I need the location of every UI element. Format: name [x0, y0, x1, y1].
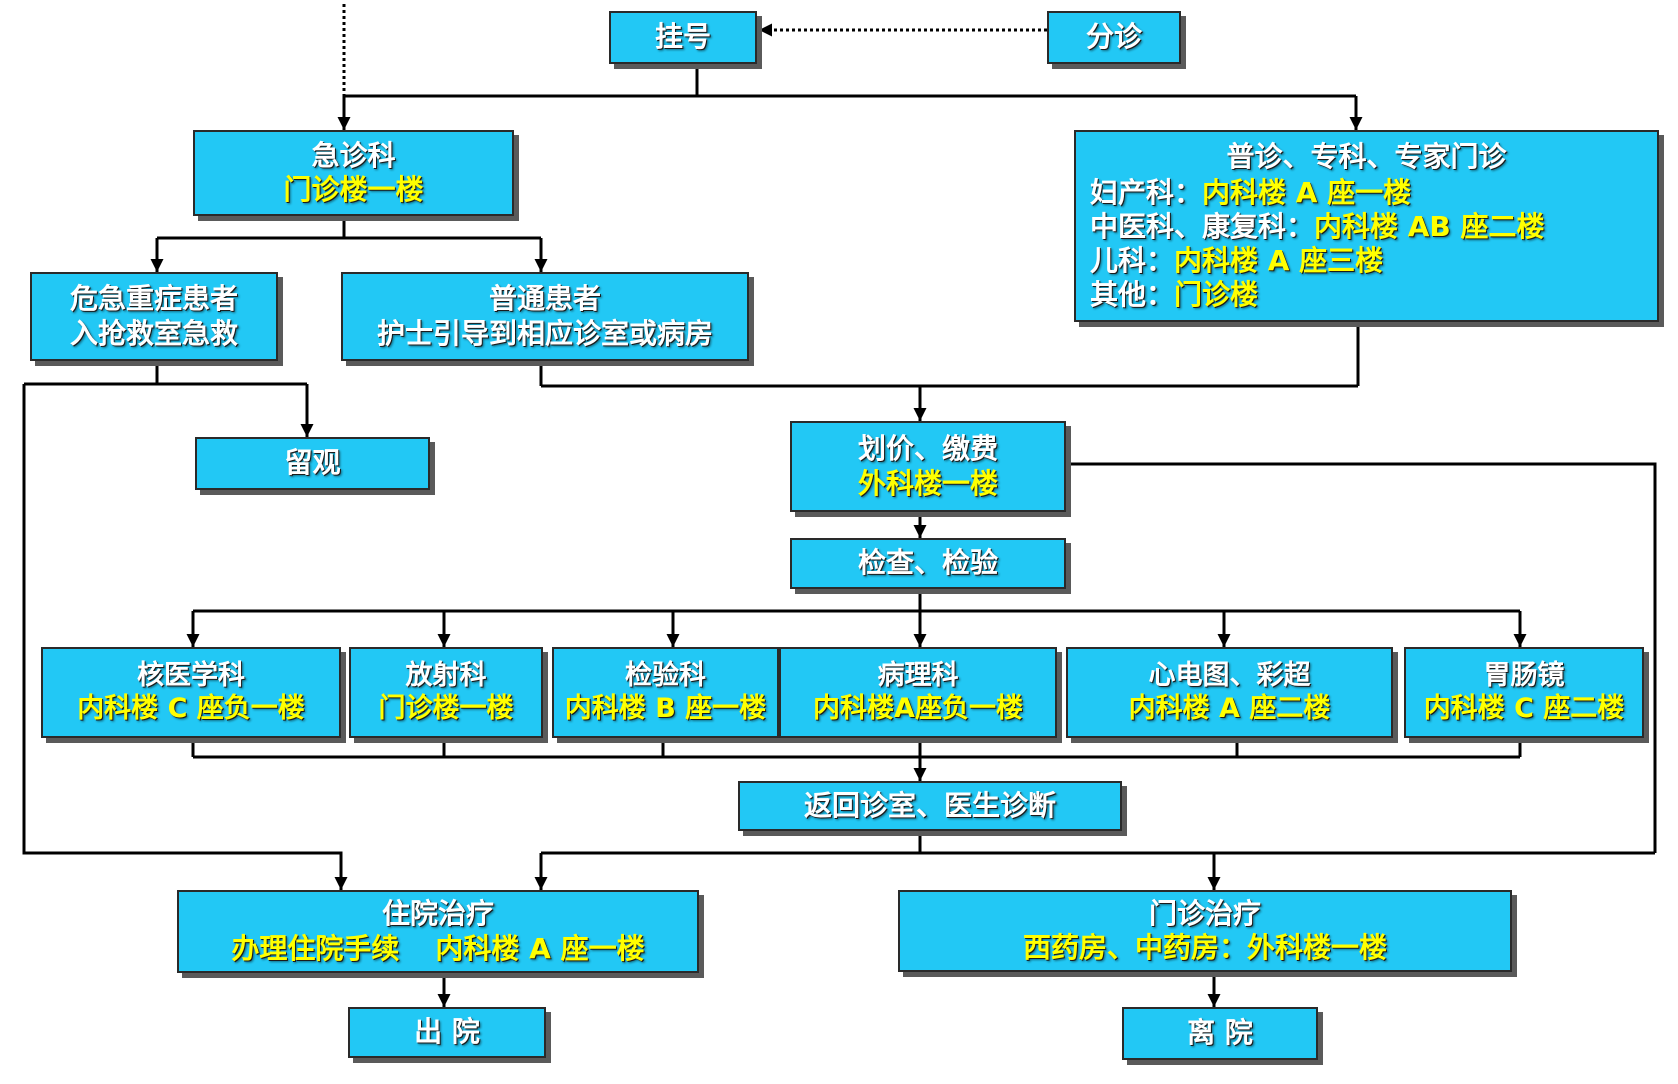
inpatient-detail: 办理住院手续 内科楼 A 座一楼	[231, 932, 644, 966]
department-location: 内科楼 A 座二楼	[1128, 692, 1331, 724]
clinic-dept-row: 中医科、康复科：内科楼 AB 座二楼	[1090, 210, 1643, 244]
department-location: 内科楼 C 座负一楼	[77, 692, 305, 724]
department-box-pathology: 病理科 内科楼A座负一楼	[779, 647, 1057, 738]
ordinary-patient-box: 普通患者 护士引导到相应诊室或病房	[341, 272, 749, 361]
department-title: 胃肠镜	[1483, 659, 1565, 691]
critical-line-2: 入抢救室急救	[69, 316, 238, 350]
inpatient-procedure: 办理住院手续	[231, 931, 400, 965]
outpatient-clinic-title: 普诊、专科、专家门诊	[1226, 139, 1507, 173]
department-box-laboratory: 检验科 内科楼 B 座一楼	[552, 647, 779, 738]
diagnosis-title: 返回诊室、医生诊断	[803, 788, 1056, 822]
department-box-ecg-ultrasound: 心电图、彩超 内科楼 A 座二楼	[1066, 647, 1393, 738]
registration-title: 挂号	[654, 20, 711, 54]
clinic-dept-name: 儿科：	[1090, 244, 1175, 278]
payment-title: 划价、缴费	[857, 432, 998, 466]
department-title: 核医学科	[137, 659, 245, 691]
critical-line-1: 危急重症患者	[69, 282, 238, 316]
leave-box: 离 院	[1122, 1007, 1318, 1060]
department-title: 检验科	[625, 659, 706, 691]
outpatient-treatment-title: 门诊治疗	[1148, 896, 1261, 930]
department-box-nuclear-medicine: 核医学科 内科楼 C 座负一楼	[41, 647, 341, 738]
inpatient-title: 住院治疗	[381, 897, 494, 931]
clinic-dept-location: 内科楼 AB 座二楼	[1314, 209, 1545, 243]
ordinary-line-2: 护士引导到相应诊室或病房	[376, 316, 713, 350]
department-location: 内科楼A座负一楼	[813, 692, 1023, 724]
department-box-radiology: 放射科 门诊楼一楼	[349, 647, 543, 738]
clinic-dept-name: 其他：	[1090, 278, 1175, 312]
diagnosis-box: 返回诊室、医生诊断	[738, 781, 1122, 831]
triage-title: 分诊	[1085, 20, 1142, 54]
inpatient-box: 住院治疗 办理住院手续 内科楼 A 座一楼	[177, 890, 699, 973]
clinic-dept-row: 儿科：内科楼 A 座三楼	[1090, 244, 1643, 278]
department-location: 门诊楼一楼	[378, 692, 514, 724]
critical-patient-box: 危急重症患者 入抢救室急救	[30, 272, 278, 361]
ordinary-line-1: 普通患者	[488, 282, 601, 316]
department-title: 心电图、彩超	[1148, 659, 1311, 691]
department-box-endoscopy: 胃肠镜 内科楼 C 座二楼	[1404, 647, 1644, 738]
discharge-box: 出 院	[348, 1007, 546, 1058]
clinic-dept-name: 妇产科：	[1090, 175, 1203, 209]
inpatient-location: 内科楼 A 座一楼	[435, 931, 645, 965]
outpatient-treatment-location: 西药房、中药房：外科楼一楼	[1022, 931, 1387, 964]
clinic-dept-location: 内科楼 A 座三楼	[1174, 244, 1384, 278]
emergency-box: 急诊科 门诊楼一楼	[193, 130, 514, 216]
connector-payment-bypass	[1066, 462, 1657, 853]
outpatient-clinic-box: 普诊、专科、专家门诊 妇产科：内科楼 A 座一楼 中医科、康复科：内科楼 AB …	[1074, 130, 1659, 322]
clinic-dept-location: 内科楼 A 座一楼	[1202, 175, 1412, 209]
observation-title: 留观	[284, 446, 341, 480]
registration-box: 挂号	[609, 11, 757, 64]
clinic-dept-location: 门诊楼	[1174, 278, 1259, 312]
exam-box: 检查、检验	[790, 538, 1066, 589]
payment-location: 外科楼一楼	[857, 466, 998, 500]
emergency-location: 门诊楼一楼	[283, 173, 424, 206]
clinic-dept-row: 其他：门诊楼	[1090, 278, 1643, 312]
exam-title: 检查、检验	[857, 546, 998, 580]
leave-title: 离 院	[1187, 1016, 1253, 1050]
department-title: 病理科	[877, 659, 959, 691]
payment-box: 划价、缴费 外科楼一楼	[790, 421, 1066, 512]
clinic-dept-name: 中医科、康复科：	[1090, 209, 1315, 243]
arrow-critical-to-inpatient	[22, 384, 348, 890]
observation-box: 留观	[195, 437, 430, 490]
department-location: 内科楼 B 座一楼	[564, 692, 767, 724]
outpatient-treatment-box: 门诊治疗 西药房、中药房：外科楼一楼	[898, 890, 1512, 972]
department-location: 内科楼 C 座二楼	[1423, 692, 1625, 724]
emergency-title: 急诊科	[311, 138, 396, 172]
discharge-title: 出 院	[414, 1015, 480, 1049]
department-title: 放射科	[405, 659, 487, 691]
triage-box: 分诊	[1047, 11, 1181, 64]
clinic-dept-row: 妇产科：内科楼 A 座一楼	[1090, 176, 1643, 210]
